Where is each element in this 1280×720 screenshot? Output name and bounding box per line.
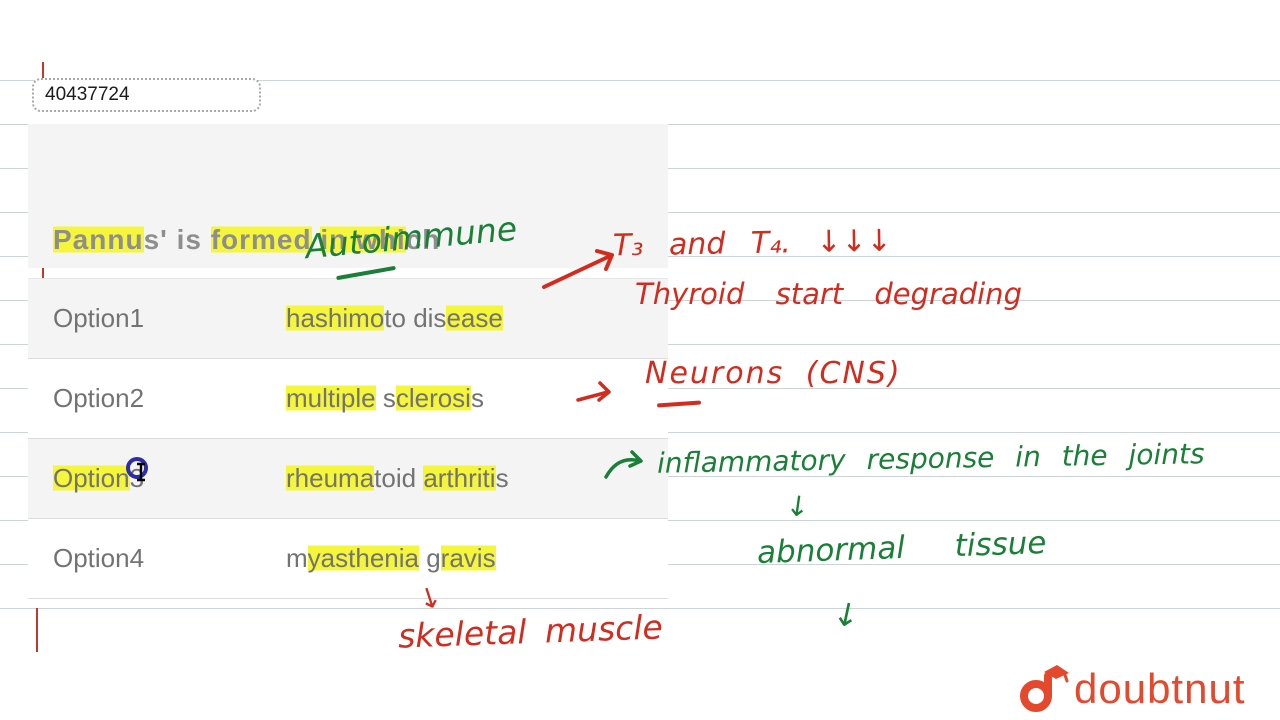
option-row-2[interactable]: Option2 multiple sclerosis [28, 359, 668, 439]
cursor-ring-icon [126, 457, 148, 479]
options-table: Option1 hashimoto disease Option2 multip… [28, 278, 668, 599]
option-row-4[interactable]: Option4 myasthenia gravis [28, 519, 668, 599]
annotation-thyroid-degrading: Thyroid start degrading [635, 277, 1022, 311]
question-segment: Pannu [53, 224, 144, 255]
red-right-arrow-icon [576, 381, 611, 402]
text-cursor-indicator [126, 457, 156, 487]
question-segment: ch [405, 224, 441, 255]
option-label: Option4 [53, 543, 145, 573]
option-text: myasthenia gravis [286, 543, 496, 573]
doubtnut-logo-text: doubtnut [1074, 665, 1246, 712]
margin-line-segment [36, 608, 38, 652]
question-id-box: 40437724 [32, 78, 261, 112]
option-text: hashimoto disease [286, 303, 503, 333]
question-segment: s' is [143, 224, 211, 255]
option-row-3[interactable]: Option3 rheumatoid arthritis [28, 439, 668, 519]
ibeam-cursor-icon [137, 462, 145, 482]
red-diagonal-arrow-icon [542, 249, 614, 289]
question-segment: formed [210, 224, 312, 255]
green-right-arrow-icon [604, 450, 643, 479]
question-segment: in whi [320, 224, 406, 255]
green-down-arrow-icon: ↓ [783, 488, 812, 525]
annotation-skeletal-muscle: skeletal muscle [397, 607, 664, 656]
annotation-t3-t4: T₃ and T₄. ↓↓↓ [612, 223, 892, 264]
option-label: Option1 [53, 303, 145, 333]
margin-line-segment [42, 62, 44, 78]
option-text: rheumatoid arthritis [286, 463, 509, 493]
option-label: Option2 [53, 383, 145, 413]
annotation-neurons-cns: Neurons (CNS) [645, 356, 902, 391]
doubtnut-logo: doubtnut [1016, 662, 1246, 716]
doubtnut-logo-icon [1020, 665, 1069, 712]
question-id-value: 40437724 [45, 84, 130, 105]
option-label: Option3 [53, 463, 145, 493]
option-text: multiple sclerosis [286, 383, 484, 413]
question-line-1: Pannus' is formed in which [53, 220, 440, 260]
option-row-1[interactable]: Option1 hashimoto disease [28, 279, 668, 359]
